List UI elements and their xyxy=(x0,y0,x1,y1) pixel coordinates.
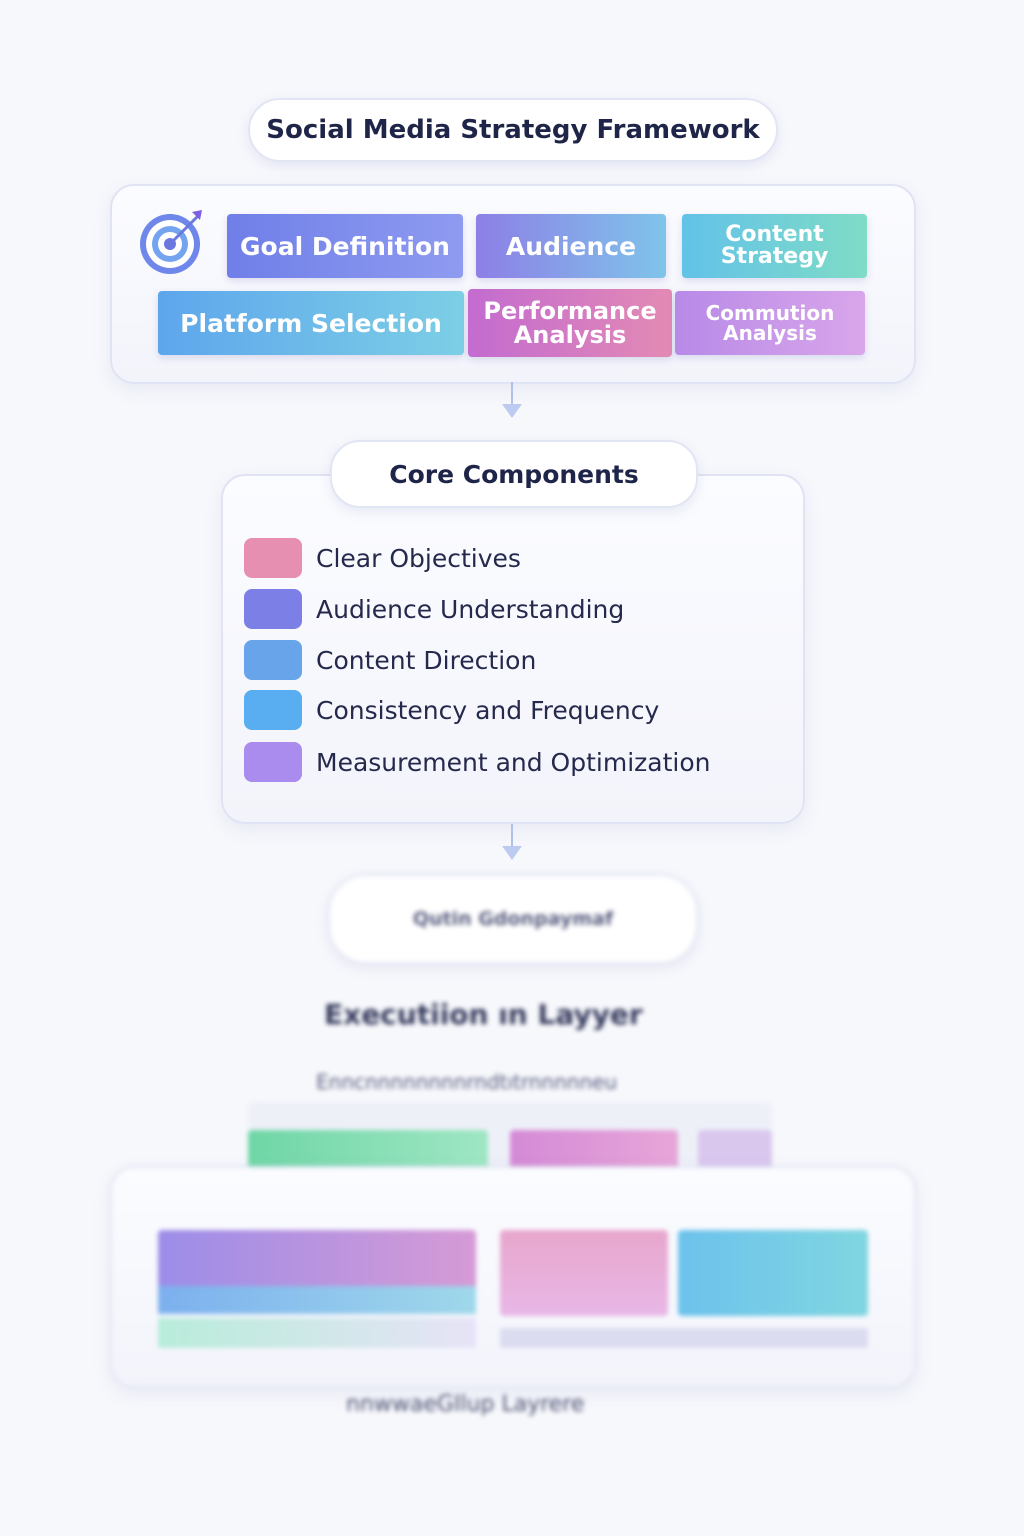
blur-bar-blue xyxy=(158,1286,476,1314)
list-item: Consistency and Frequency xyxy=(244,690,659,730)
blur-bar-mint xyxy=(158,1318,476,1348)
flow-arrow xyxy=(502,824,522,860)
execution-panel xyxy=(110,1166,916,1388)
swatch-content-direction xyxy=(244,640,302,680)
core-components-title: Core Components xyxy=(330,440,698,508)
list-item: Content Direction xyxy=(244,640,536,680)
swatch-clear-objectives xyxy=(244,538,302,578)
swatch-measurement-optimization xyxy=(244,742,302,782)
tile-audience: Audience xyxy=(476,214,666,278)
tile-performance-analysis: Performance Analysis xyxy=(468,289,672,357)
tile-goal-definition: Goal Definition xyxy=(227,214,463,278)
flow-arrow xyxy=(502,382,522,418)
execution-layer-title: Executiion ın Layyer xyxy=(324,998,643,1031)
bottom-layer-label: nnwwaeGIlup Layrere xyxy=(346,1392,585,1417)
blurred-pill: Qutin Gdonpaymaf xyxy=(328,874,698,964)
blur-bar-grey xyxy=(500,1328,868,1348)
page-title: Social Media Strategy Framework xyxy=(248,98,778,162)
blur-bar-rose xyxy=(500,1230,668,1316)
tile-platform-selection: Platform Selection xyxy=(158,291,464,355)
page-title-text: Social Media Strategy Framework xyxy=(266,115,760,145)
tile-content-strategy: Content Strategy xyxy=(682,214,867,278)
execution-subtitle: Enncnnnnnnnnrndtıtrnnnnneu xyxy=(316,1070,618,1094)
swatch-consistency-frequency xyxy=(244,690,302,730)
blur-bar-cyan xyxy=(678,1230,868,1316)
list-item: Measurement and Optimization xyxy=(244,742,710,782)
list-item: Clear Objectives xyxy=(244,538,521,578)
blur-bar-violet xyxy=(158,1230,476,1292)
swatch-audience-understanding xyxy=(244,589,302,629)
list-item: Audience Understanding xyxy=(244,589,624,629)
target-icon xyxy=(136,206,206,276)
tile-commution-analysis: Commution Analysis xyxy=(675,291,865,355)
